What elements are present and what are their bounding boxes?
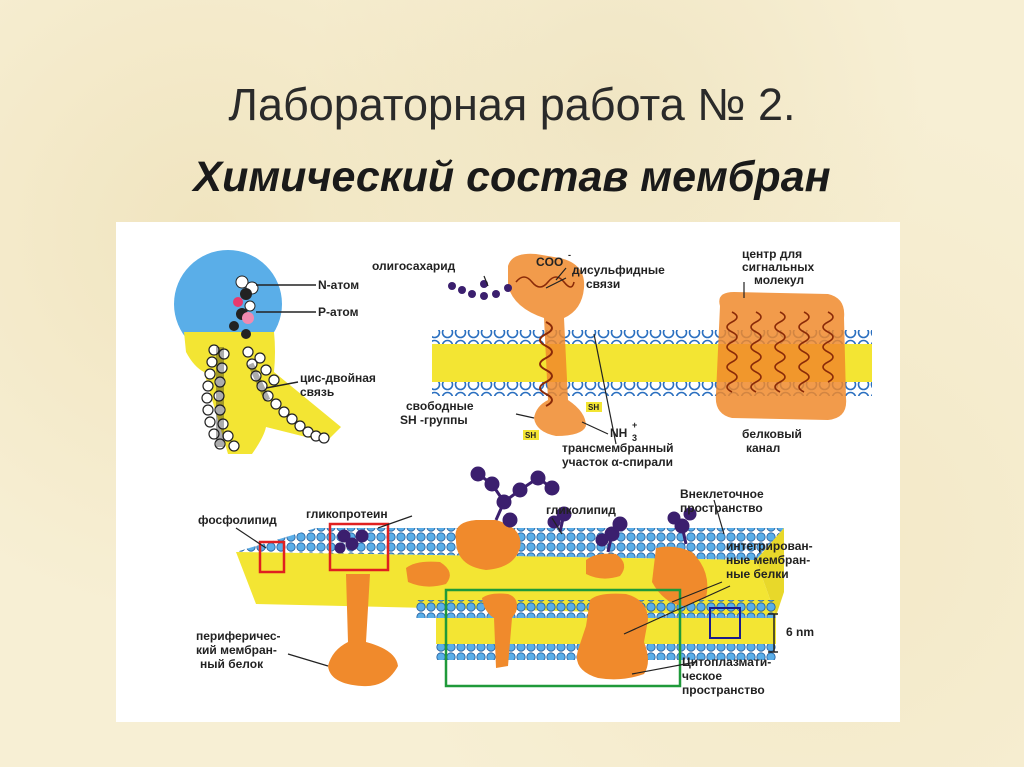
label-peripheral-line1: периферичес-: [196, 629, 281, 643]
protein-channel-body: [715, 292, 847, 420]
label-oligosaccharide: олигосахарид: [372, 259, 456, 273]
leader-lines: [235, 499, 731, 675]
integrated-protein-wide: [576, 593, 648, 680]
label-nh3-sup: +: [632, 420, 637, 430]
label-peripheral-line3: ный белок: [200, 657, 264, 671]
sugar-chains: [334, 466, 697, 554]
label-phospholipid: фосфолипид: [198, 513, 277, 527]
label-free-sh-line1: свободные: [406, 399, 474, 413]
label-nh3: NH: [610, 426, 627, 440]
label-integrated-line3: ные белки: [726, 567, 789, 581]
small-protein-blob: [406, 561, 450, 587]
label-cytoplasmic-line3: пространство: [682, 683, 765, 697]
label-extracellular-line2: пространство: [680, 501, 763, 515]
label-signal-line3: молекул: [754, 273, 804, 287]
bilayer-blue-box: [709, 607, 741, 639]
channel-helices: [726, 311, 834, 393]
thickness-bracket: [768, 613, 778, 653]
slide-title: Лабораторная работа № 2.: [228, 79, 796, 130]
label-disulfide-line1: дисульфидные: [572, 263, 665, 277]
peripheral-protein: [328, 574, 398, 687]
alpha-helix: [539, 321, 553, 407]
label-p-atom: Р-атом: [318, 305, 359, 319]
phospholipid-molecule: N-атом Р-атом цис-двойная связь: [174, 250, 376, 454]
label-channel-line1: белковый: [742, 427, 802, 441]
label-extracellular-line1: Внеклеточное: [680, 487, 764, 501]
transmembrane-glycoprotein: [448, 253, 617, 445]
integrated-green-box: [444, 588, 682, 688]
label-transmembrane-line2: участок α-спирали: [562, 455, 673, 469]
label-sh-small-2: SH: [588, 403, 599, 412]
label-coo: COO: [536, 255, 563, 269]
glycoprotein-body: [508, 253, 586, 436]
tail-bonds: [216, 347, 271, 447]
label-cis-line1: цис-двойная: [300, 371, 376, 385]
head-group-atoms: [229, 275, 259, 339]
tail-atoms-left: [201, 344, 240, 452]
slide-subtitle: Химический состав мембран: [193, 153, 831, 201]
label-integrated-line1: интегрирован-: [726, 539, 813, 553]
polar-head-circle: [174, 250, 282, 358]
protein-channel: [715, 282, 847, 420]
label-disulfide-line2: связи: [586, 277, 620, 291]
slab-proteins: [328, 520, 708, 687]
label-signal-line2: сигнальных: [742, 260, 814, 274]
label-cis-line2: связь: [300, 385, 334, 399]
label-glycoprotein: гликопротеин: [306, 507, 388, 521]
tail-atoms-right: [242, 346, 330, 444]
label-glycolipid: гликолипид: [546, 503, 616, 517]
label-n-atom: N-атом: [318, 278, 359, 292]
label-transmembrane-line1: трансмембранный: [562, 441, 673, 455]
label-cytoplasmic-line1: Цитоплазмати-: [682, 655, 771, 669]
oligosaccharide-chain: [448, 280, 512, 300]
integrated-protein-narrow: [482, 593, 517, 668]
label-sh-small-1: SH: [525, 431, 536, 440]
label-nh3-sub: 3: [632, 433, 637, 443]
phospholipid-red-box: [258, 540, 286, 574]
glycoprotein-blob: [455, 520, 521, 570]
label-thickness: 6 nm: [786, 625, 814, 639]
label-coo-sup: -: [568, 250, 571, 260]
glycoprotein-red-box: [328, 522, 390, 572]
label-free-sh-line2: SH -группы: [400, 413, 468, 427]
label-channel-line2: канал: [746, 441, 780, 455]
label-signal-line1: центр для: [742, 247, 802, 261]
label-peripheral-line2: кий мембран-: [196, 643, 277, 657]
membrane-diagram-svg: N-атом Р-атом цис-двойная связь олигосах…: [174, 247, 872, 697]
label-cytoplasmic-line2: ческое: [682, 669, 722, 683]
membrane-diagram: N-атом Р-атом цис-двойная связь олигосах…: [116, 222, 900, 722]
glycolipid-protein-blob: [586, 553, 625, 579]
label-integrated-line2: ные мембран-: [726, 553, 810, 567]
